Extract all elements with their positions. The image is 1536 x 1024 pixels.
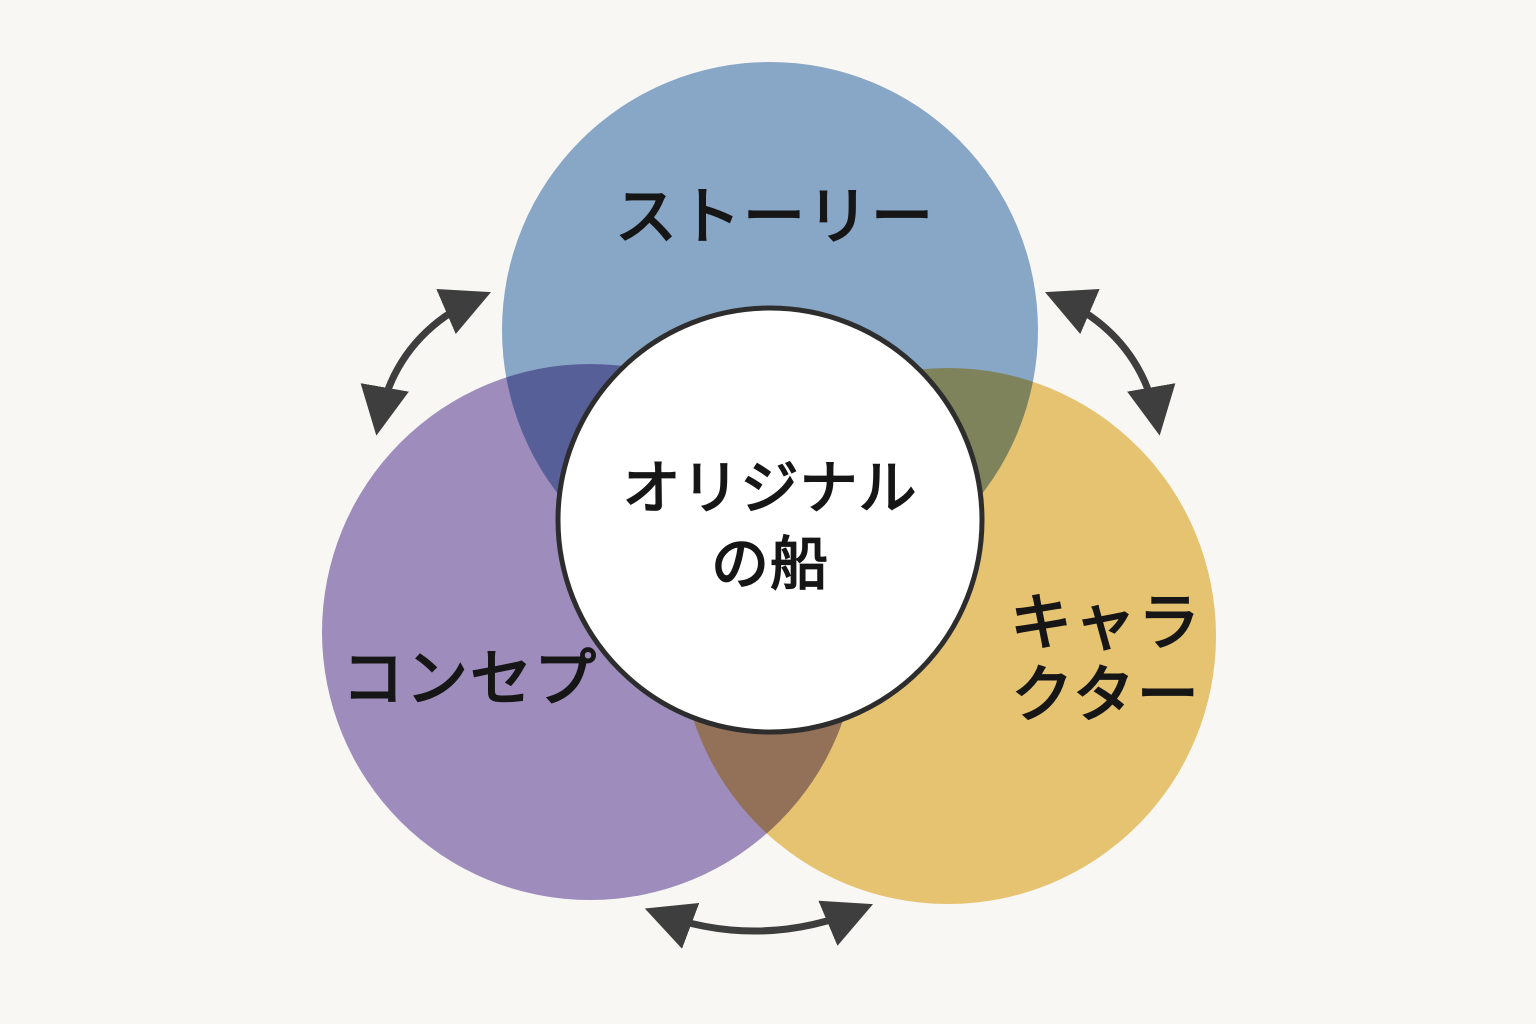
concept-label: コンセプ <box>342 642 598 715</box>
center-circle-border <box>555 305 985 735</box>
arrow-concept-character-icon <box>644 900 874 949</box>
arrow-story-character-icon <box>1045 289 1176 436</box>
arrow-story-concept-icon <box>360 289 491 436</box>
character-label-line1: キャラ <box>1010 586 1202 659</box>
center-label-line2: の船 <box>711 530 829 598</box>
center-label-line1: オリジナル <box>622 454 917 522</box>
character-label-line2: クター <box>1011 658 1201 731</box>
center-circle <box>558 308 982 732</box>
story-label: ストーリー <box>615 180 935 253</box>
